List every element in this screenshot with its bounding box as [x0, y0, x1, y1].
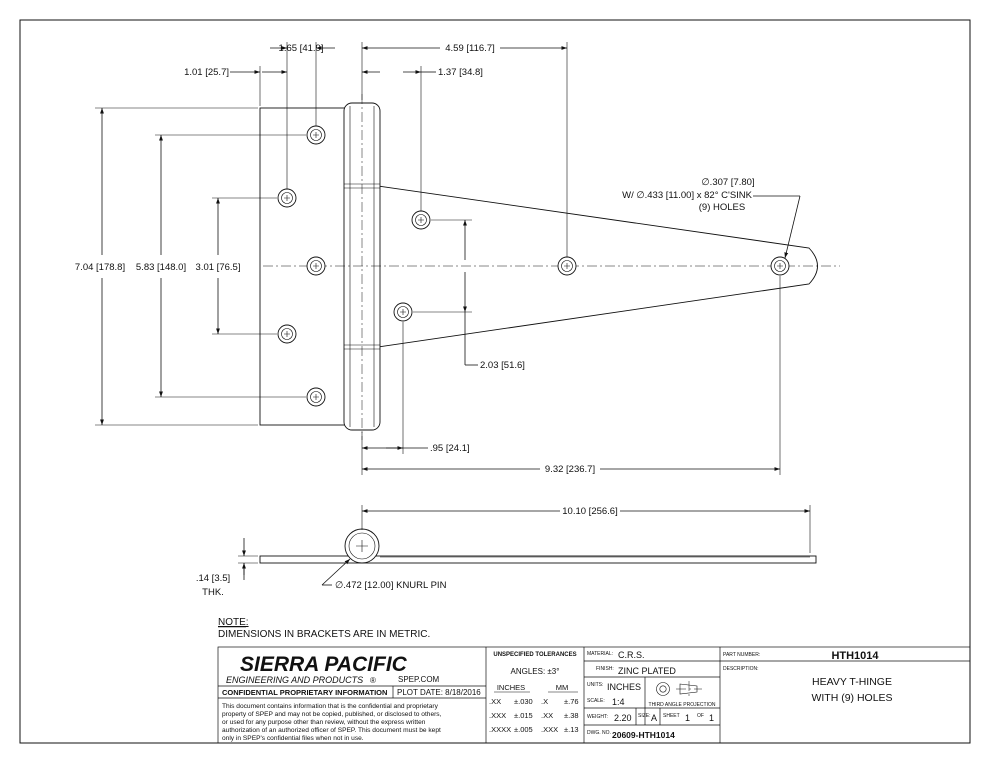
- material-value: C.R.S.: [618, 650, 645, 660]
- tolerances-header: UNSPECIFIED TOLERANCES: [493, 652, 576, 658]
- svg-text:±.030: ±.030: [514, 697, 533, 706]
- finish-value: ZINC PLATED: [618, 666, 676, 676]
- svg-text:.XXXX: .XXXX: [489, 725, 511, 734]
- extension-lines: [95, 42, 781, 475]
- hole: [393, 302, 413, 322]
- dim-3-01: 3.01 [76.5]: [196, 262, 241, 273]
- dim-4-59: 4.59 [116.7]: [445, 43, 495, 54]
- hole-count-callout: (9) HOLES: [699, 202, 745, 213]
- units-value: INCHES: [607, 682, 641, 692]
- svg-text:±.38: ±.38: [564, 711, 579, 720]
- title-block: SIERRA PACIFIC ENGINEERING AND PRODUCTS …: [217, 646, 971, 744]
- svg-text:.XX: .XX: [541, 711, 553, 720]
- plot-date: PLOT DATE: 8/18/2016: [397, 688, 481, 697]
- hole-diameter-callout: ∅.307 [7.80]: [701, 177, 754, 188]
- svg-text:±.13: ±.13: [564, 725, 579, 734]
- company-website: SPEP.COM: [398, 675, 440, 684]
- hole: [306, 256, 326, 276]
- description-label: DESCRIPTION:: [723, 666, 759, 672]
- drawing-border: [19, 19, 971, 744]
- material-label: MATERIAL:: [587, 651, 613, 657]
- svg-text:.XXX: .XXX: [489, 711, 506, 720]
- confidential-text: This document contains information that …: [222, 703, 443, 742]
- pin-callout: ∅.472 [12.00] KNURL PIN: [335, 580, 447, 591]
- registered-mark: ®: [370, 676, 376, 685]
- dwg-label: DWG. NO.: [587, 730, 611, 736]
- svg-text:±.005: ±.005: [514, 725, 533, 734]
- confidential-header: CONFIDENTIAL PROPRIETARY INFORMATION: [222, 688, 387, 697]
- company-subtitle: ENGINEERING AND PRODUCTS: [226, 675, 363, 685]
- hole: [277, 188, 297, 208]
- part-number-label: PART NUMBER:: [723, 652, 760, 658]
- inches-header: INCHES: [497, 683, 525, 692]
- dim-1-65: 1.65 [41.9]: [279, 43, 324, 54]
- dim-5-83: 5.83 [148.0]: [136, 262, 186, 273]
- sheet-label: SHEET: [663, 713, 680, 719]
- notes: NOTE: DIMENSIONS IN BRACKETS ARE IN METR…: [218, 617, 430, 640]
- front-view: 1.65 [41.9] 1.01 [25.7] 4.59 [116.7] 1.3…: [75, 42, 840, 475]
- dim-10-10: 10.10 [256.6]: [562, 506, 617, 517]
- hinge-leaf: [259, 107, 346, 426]
- mounting-holes: [277, 125, 790, 407]
- tolerance-rows: .XX ±.030 .X ±.76 .XXX ±.015 .XX ±.38 .X…: [489, 697, 579, 734]
- scale-label: SCALE:: [587, 698, 605, 704]
- weight-label: WEIGHT:: [587, 714, 608, 720]
- projection-label: THIRD ANGLE PROJECTION: [649, 702, 716, 708]
- hole: [770, 256, 790, 276]
- dim-0-14: .14 [3.5]: [196, 573, 230, 584]
- size-value: A: [651, 713, 657, 723]
- hole: [306, 125, 326, 145]
- dim-1-01: 1.01 [25.7]: [184, 67, 229, 78]
- svg-text:±.015: ±.015: [514, 711, 533, 720]
- scale-value: 1:4: [612, 697, 625, 707]
- svg-text:±.76: ±.76: [564, 697, 579, 706]
- side-plate: [259, 555, 817, 564]
- note-text: DIMENSIONS IN BRACKETS ARE IN METRIC.: [218, 629, 430, 640]
- svg-text:.X: .X: [541, 697, 548, 706]
- finish-label: FINISH:: [596, 666, 614, 672]
- dim-7-04: 7.04 [178.8]: [75, 262, 125, 273]
- svg-text:.XX: .XX: [489, 697, 501, 706]
- mm-header: MM: [556, 683, 569, 692]
- dim-2-03: 2.03 [51.6]: [480, 360, 525, 371]
- third-angle-projection-icon: [656, 681, 702, 697]
- hole: [277, 324, 297, 344]
- dim-9-32: 9.32 [236.7]: [545, 464, 595, 475]
- note-title: NOTE:: [218, 617, 249, 628]
- of-label: OF: [697, 713, 704, 719]
- weight-value: 2.20: [614, 713, 632, 723]
- hole: [411, 210, 431, 230]
- hinge-strap: [377, 185, 818, 348]
- sheet-value: 1: [685, 713, 690, 723]
- thickness-label: THK.: [202, 587, 224, 598]
- size-label: SIZE:: [638, 713, 651, 719]
- side-view: 10.10 [256.6] .14 [3.5] THK. ∅.472 [12.0…: [196, 505, 817, 598]
- hole: [557, 256, 577, 276]
- countersink-callout: W/ ∅.433 [11.00] x 82° C'SINK: [622, 190, 753, 201]
- dim-0-95: .95 [24.1]: [430, 443, 470, 454]
- dim-1-37: 1.37 [34.8]: [438, 67, 483, 78]
- description-line-2: WITH (9) HOLES: [811, 692, 892, 704]
- svg-text:.XXX: .XXX: [541, 725, 558, 734]
- dwg-number: 20609-HTH1014: [612, 730, 675, 740]
- angles-tolerance: ANGLES: ±3°: [511, 667, 560, 676]
- company-logo-text: SIERRA PACIFIC: [240, 653, 408, 676]
- hole: [306, 387, 326, 407]
- part-number: HTH1014: [831, 650, 879, 662]
- description-line-1: HEAVY T-HINGE: [812, 676, 892, 688]
- units-label: UNITS:: [587, 682, 603, 688]
- sheet-total: 1: [709, 713, 714, 723]
